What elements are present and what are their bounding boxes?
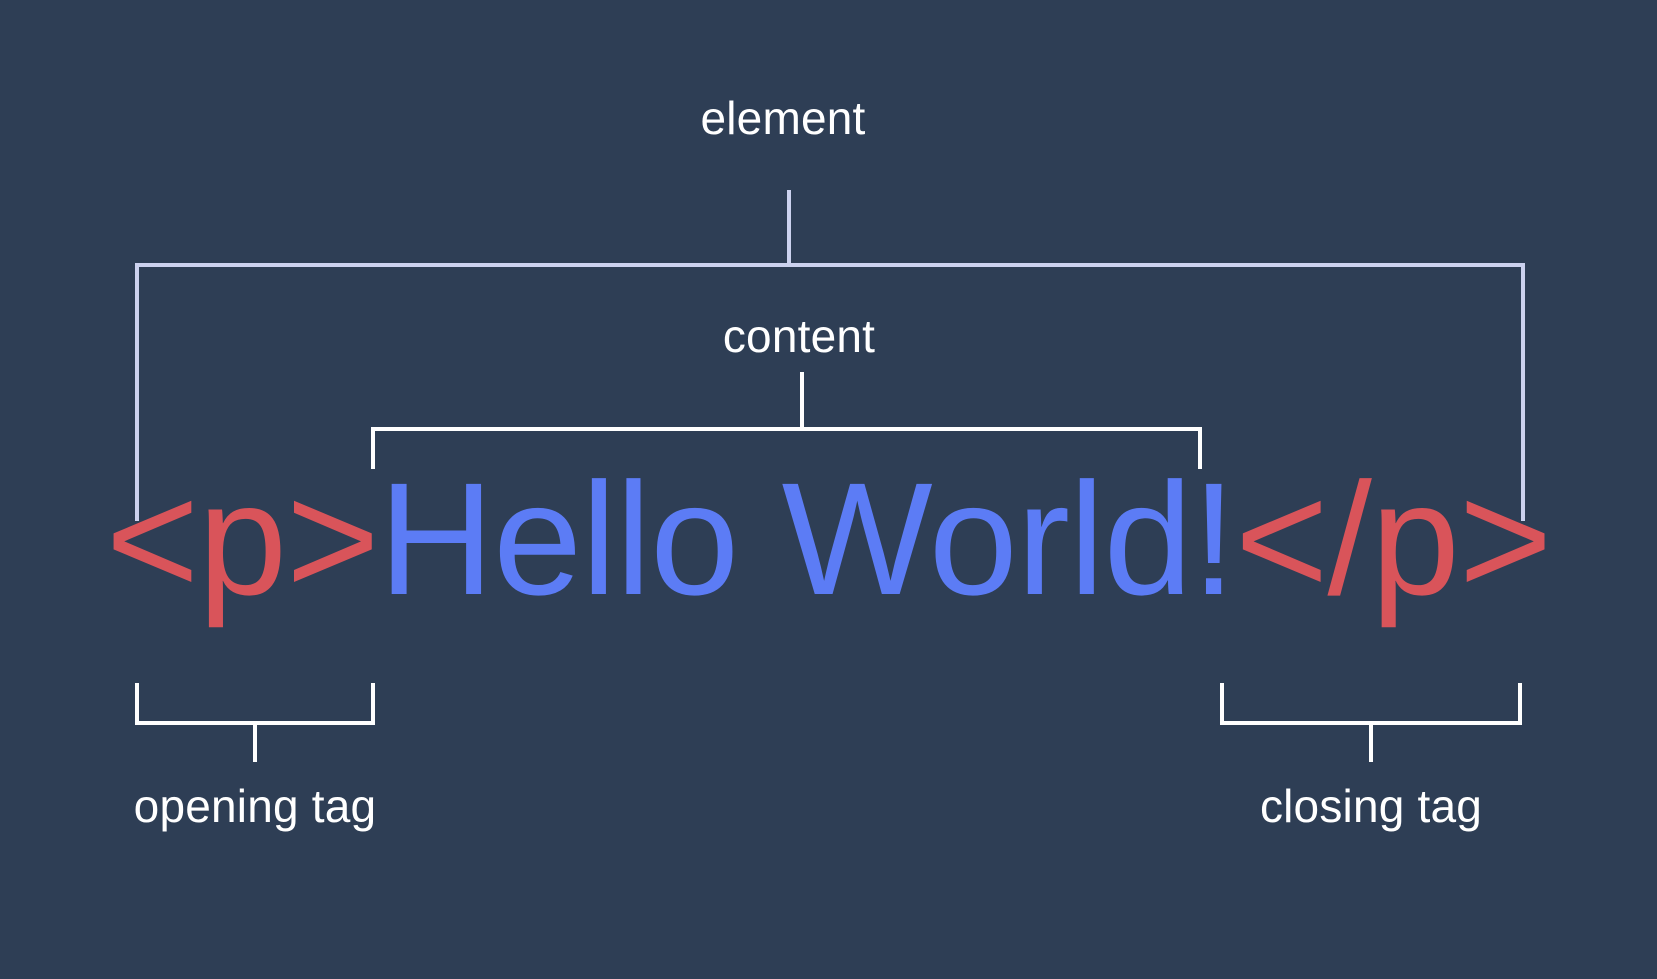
opening-tag-label-stem [253, 724, 257, 762]
opening-tag-bracket-bar [135, 721, 375, 725]
closing-tag-label-stem [1369, 724, 1373, 762]
label-opening-tag: opening tag [133, 780, 377, 832]
opening-tag-bracket-leg-left [135, 683, 139, 725]
closing-tag-bracket-leg-right [1518, 683, 1522, 725]
element-bracket-leg-right [1521, 263, 1525, 521]
content-bracket-bar [371, 427, 1202, 431]
closing-tag-text: </p> [1234, 449, 1552, 628]
element-label-stem [787, 190, 791, 266]
closing-tag-bracket [1220, 683, 1522, 725]
element-bracket-leg-left [135, 263, 139, 521]
label-closing-tag: closing tag [1259, 780, 1483, 832]
element-bracket-bar [135, 263, 1525, 267]
code-line: <p>Hello World!</p> [0, 455, 1657, 623]
content-bracket [371, 427, 1202, 469]
opening-tag-bracket-leg-right [371, 683, 375, 725]
content-text: Hello World! [378, 449, 1236, 628]
element-bracket [135, 263, 1525, 521]
opening-tag-text: <p> [105, 449, 380, 628]
closing-tag-bracket-leg-left [1220, 683, 1224, 725]
content-bracket-leg-right [1198, 427, 1202, 469]
content-bracket-leg-left [371, 427, 375, 469]
closing-tag-bracket-bar [1220, 721, 1522, 725]
opening-tag-bracket [135, 683, 375, 725]
label-element: element [700, 92, 866, 144]
content-label-stem [800, 372, 804, 430]
label-content: content [722, 310, 876, 362]
